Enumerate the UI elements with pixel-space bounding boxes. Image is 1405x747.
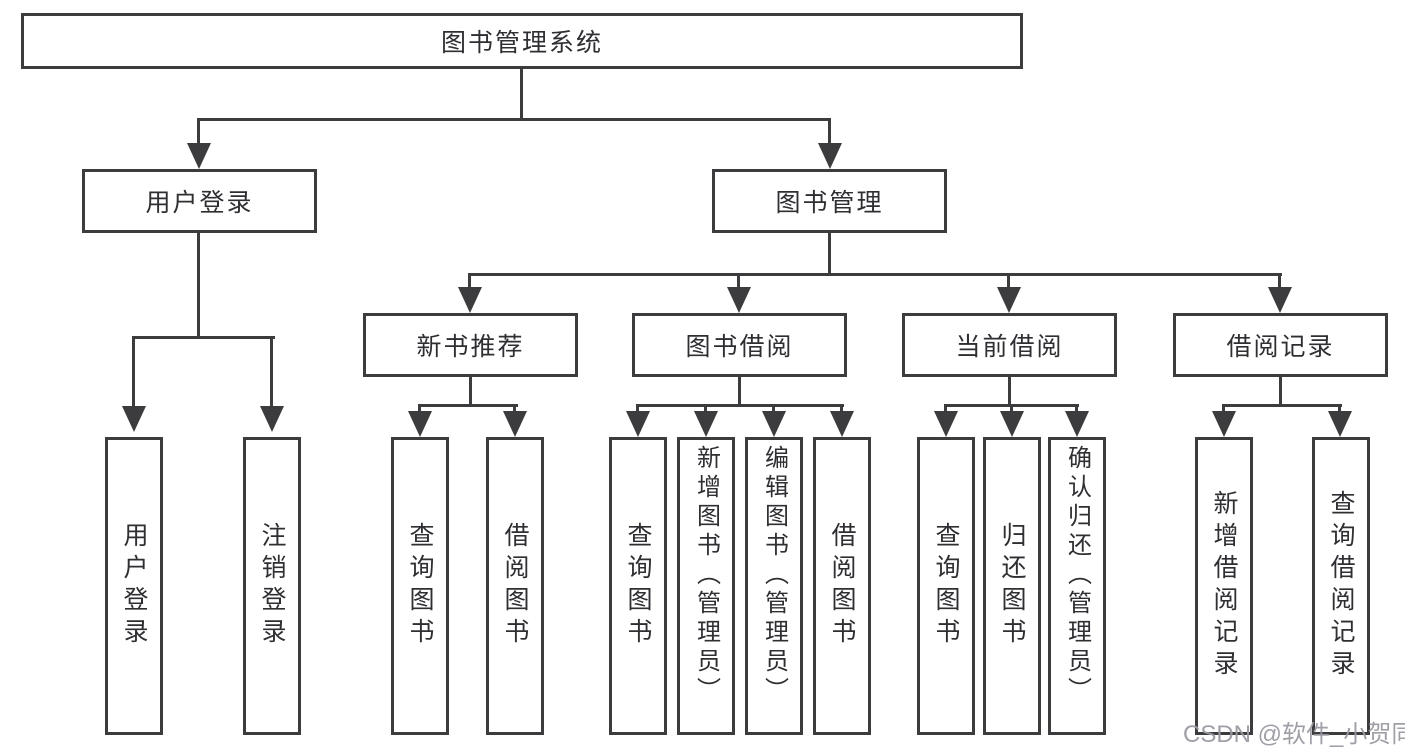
connector-line	[197, 118, 200, 145]
leaf-current-query-books: 查询图书	[917, 437, 975, 735]
connector-line	[1222, 404, 1342, 407]
arrowhead-down-icon	[1212, 411, 1236, 437]
arrowhead-down-icon	[818, 143, 842, 169]
connector-line	[197, 118, 831, 121]
arrowhead-down-icon	[1065, 411, 1089, 437]
node-new-book-recommend: 新书推荐	[363, 313, 578, 377]
connector-line	[1279, 377, 1282, 406]
connector-line	[828, 118, 831, 145]
leaf-borrowing-edit-books-admin: 编辑图书（管理员）	[745, 437, 803, 735]
connector-line	[132, 336, 275, 339]
arrowhead-down-icon	[626, 411, 650, 437]
leaf-borrowing-borrow-books: 借阅图书	[813, 437, 871, 735]
connector-line	[1007, 273, 1010, 289]
node-user-login: 用户登录	[82, 169, 317, 233]
connector-line	[636, 404, 844, 407]
connector-line	[513, 404, 516, 414]
arrowhead-down-icon	[458, 287, 482, 313]
leaf-logout: 注销登录	[243, 437, 301, 735]
node-current-borrowing: 当前借阅	[902, 313, 1117, 377]
connector-line	[1010, 404, 1013, 414]
leaf-records-query-record: 查询借阅记录	[1312, 437, 1370, 735]
connector-line	[737, 273, 740, 289]
leaf-newbooks-borrow-books: 借阅图书	[486, 437, 544, 735]
leaf-newbooks-query-books: 查询图书	[391, 437, 449, 735]
node-book-borrowing: 图书借阅	[632, 313, 847, 377]
connector-line	[418, 404, 518, 407]
node-book-management: 图书管理	[712, 169, 947, 233]
connector-line	[418, 404, 421, 414]
arrowhead-down-icon	[694, 411, 718, 437]
leaf-records-add-record: 新增借阅记录	[1195, 437, 1253, 735]
connector-line	[772, 404, 775, 414]
leaf-current-confirm-return-admin: 确认归还（管理员）	[1048, 437, 1106, 735]
csdn-watermark: CSDN @软件_小贺同学	[1183, 721, 1405, 747]
arrowhead-down-icon	[830, 411, 854, 437]
connector-line	[270, 336, 273, 408]
connector-line	[828, 233, 831, 276]
connector-line	[197, 233, 200, 339]
arrowhead-down-icon	[762, 411, 786, 437]
connector-line	[1222, 404, 1225, 414]
arrowhead-down-icon	[122, 406, 146, 432]
connector-line	[1008, 377, 1011, 406]
arrowhead-down-icon	[260, 406, 284, 432]
arrowhead-down-icon	[408, 411, 432, 437]
arrowhead-down-icon	[727, 287, 751, 313]
connector-line	[1278, 273, 1281, 289]
connector-line	[1075, 404, 1078, 414]
leaf-borrowing-add-books-admin: 新增图书（管理员）	[677, 437, 735, 735]
connector-line	[1338, 404, 1341, 414]
connector-line	[468, 273, 471, 289]
connector-line	[704, 404, 707, 414]
connector-line	[469, 377, 472, 406]
arrowhead-down-icon	[997, 287, 1021, 313]
connector-line	[468, 273, 1282, 276]
arrowhead-down-icon	[1000, 411, 1024, 437]
arrowhead-down-icon	[187, 143, 211, 169]
connector-line	[636, 404, 639, 414]
connector-line	[132, 336, 135, 408]
leaf-borrowing-query-books: 查询图书	[609, 437, 667, 735]
connector-line	[840, 404, 843, 414]
arrowhead-down-icon	[1268, 287, 1292, 313]
connector-line	[738, 377, 741, 406]
node-root-system: 图书管理系统	[21, 13, 1023, 69]
arrowhead-down-icon	[503, 411, 527, 437]
leaf-current-return-books: 归还图书	[983, 437, 1041, 735]
node-borrowing-records: 借阅记录	[1173, 313, 1388, 377]
leaf-user-login: 用户登录	[105, 437, 163, 735]
connector-line	[520, 69, 523, 121]
arrowhead-down-icon	[934, 411, 958, 437]
connector-line	[944, 404, 947, 414]
arrowhead-down-icon	[1328, 411, 1352, 437]
